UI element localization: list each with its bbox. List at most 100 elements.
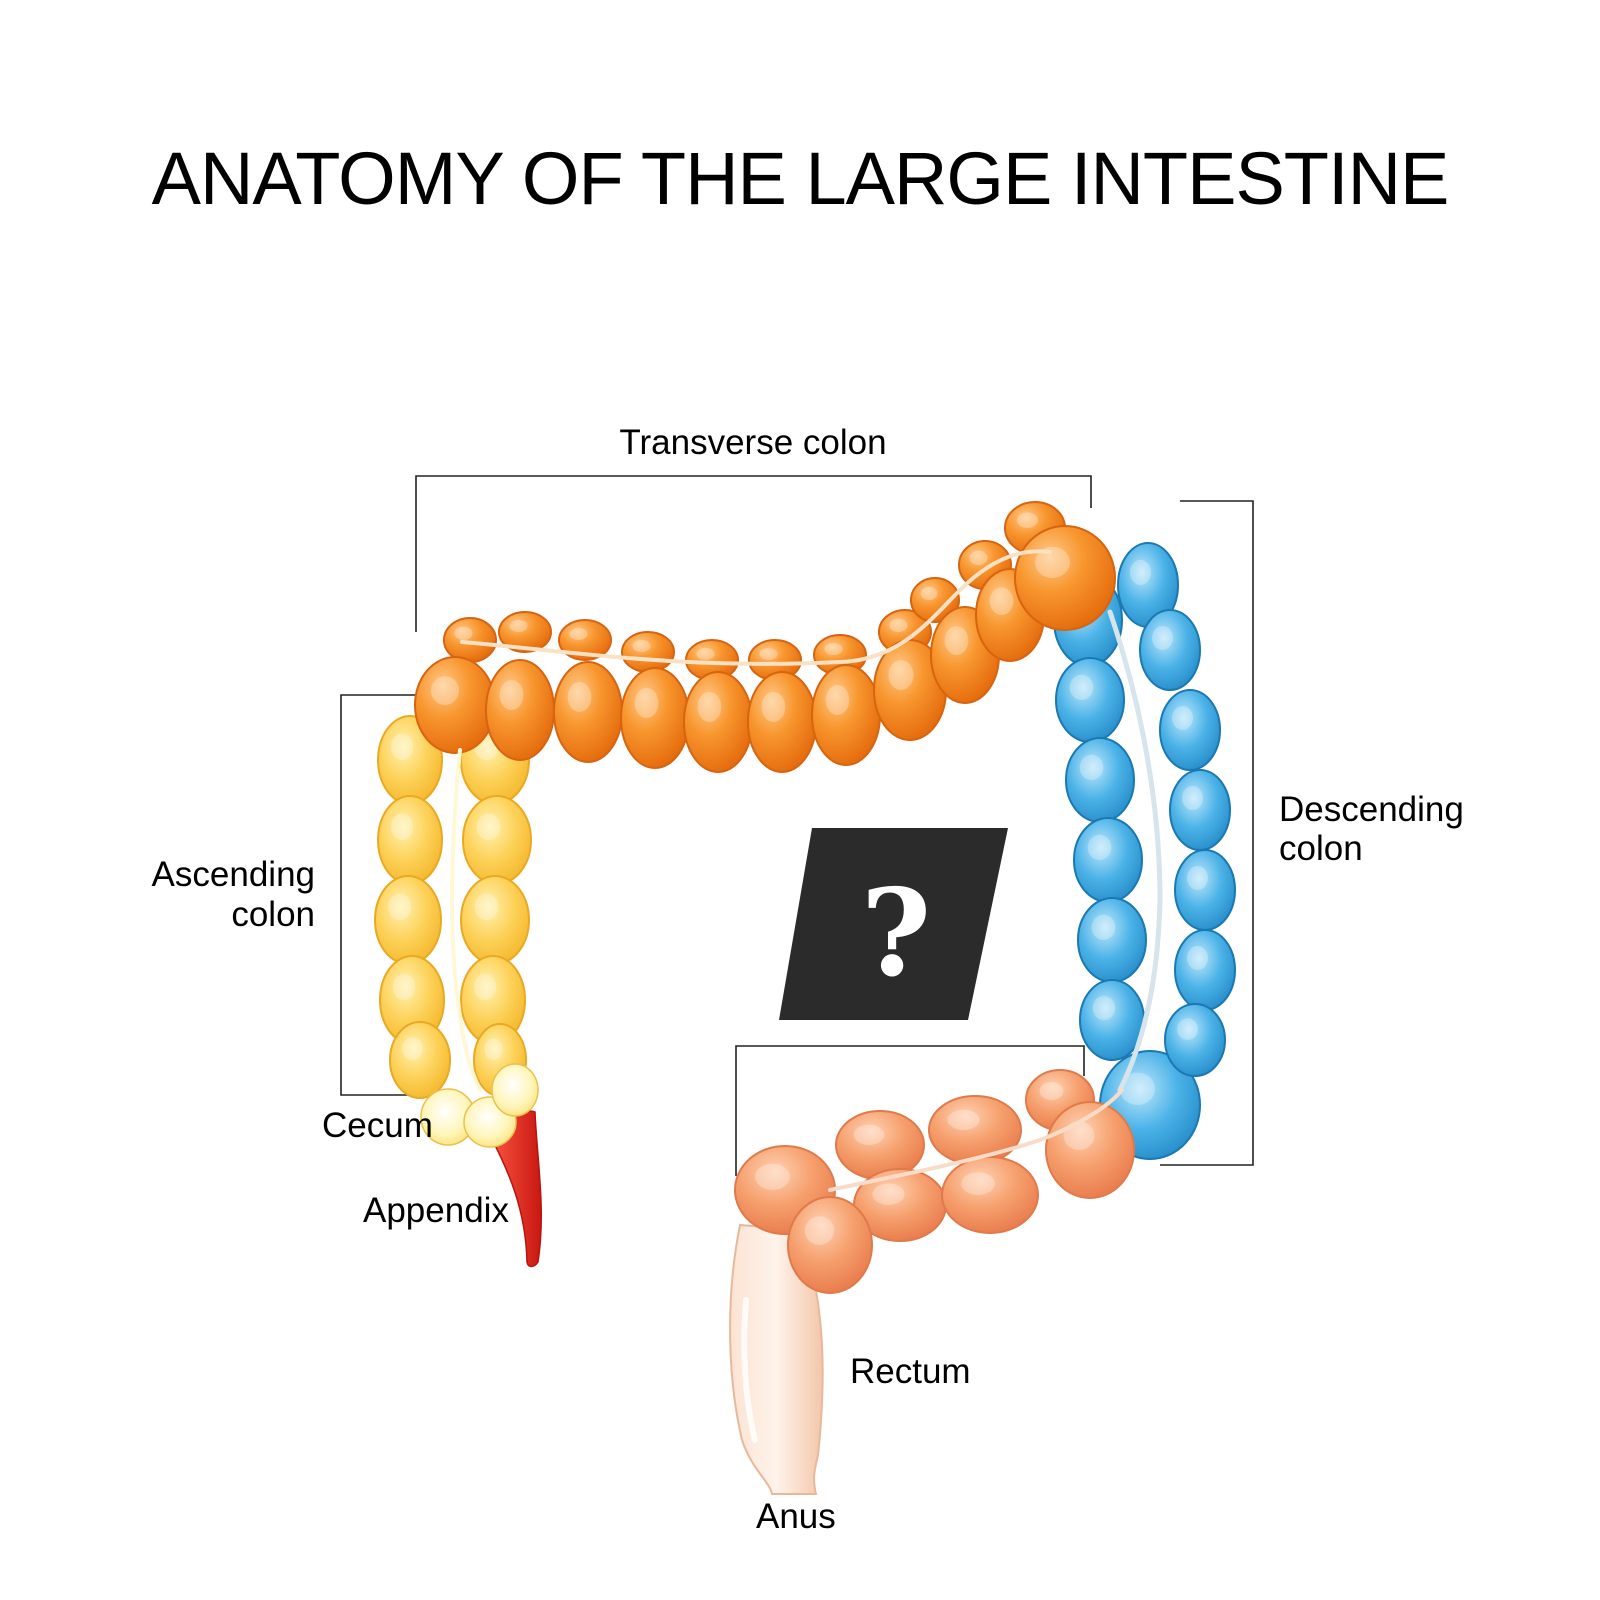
transverse-lobe-highlight bbox=[825, 685, 850, 715]
sigmoid-lobe-highlight bbox=[947, 1109, 980, 1131]
transverse-lobe-highlight bbox=[509, 620, 528, 632]
ascending-lobe bbox=[460, 875, 530, 965]
descending-lobe bbox=[1159, 689, 1221, 771]
sigmoid-lobe-highlight bbox=[1063, 1121, 1095, 1150]
ascending-lobe-highlight bbox=[390, 813, 414, 840]
transverse-lobe bbox=[1014, 525, 1116, 631]
descending-lobe-highlight bbox=[1182, 786, 1203, 810]
descending-lobe-highlight bbox=[1177, 1018, 1198, 1040]
ascending-lobe-highlight bbox=[392, 973, 416, 1000]
descending-lobe bbox=[1169, 769, 1231, 851]
descending-lobe-highlight bbox=[1120, 1072, 1155, 1106]
transverse-lobe-highlight bbox=[634, 688, 659, 718]
ascending-lobe-highlight bbox=[388, 893, 412, 920]
label-transverse-colon: Transverse colon bbox=[619, 423, 886, 462]
appendix bbox=[485, 1110, 543, 1268]
cecum bbox=[420, 1063, 539, 1148]
ascending-taenia bbox=[450, 748, 482, 1092]
descending-lobe bbox=[1164, 1003, 1226, 1077]
transverse-lobe-highlight bbox=[499, 680, 524, 710]
descending-lobe bbox=[1073, 817, 1143, 903]
transverse-lobe bbox=[620, 667, 690, 769]
ascending-lobe-highlight bbox=[473, 973, 497, 1000]
sigmoid-bracket bbox=[735, 1045, 1085, 1176]
label-ascending-colon-line2: colon bbox=[231, 895, 315, 934]
transverse-lobe-highlight bbox=[696, 648, 715, 660]
label-anus: Anus bbox=[756, 1497, 836, 1536]
transverse-lobe bbox=[910, 577, 960, 623]
transverse-lobe-highlight bbox=[761, 692, 786, 722]
transverse-lobe bbox=[747, 671, 817, 773]
descending-lobe-highlight bbox=[1152, 626, 1173, 650]
ascending-lobe bbox=[389, 1021, 451, 1099]
descending-lobe bbox=[1055, 657, 1125, 743]
transverse-lobe bbox=[443, 617, 497, 663]
sigmoid-lobe-highlight bbox=[755, 1163, 790, 1191]
transverse-lobe-highlight bbox=[969, 550, 988, 565]
transverse-lobe bbox=[414, 656, 496, 754]
transverse-lobe-highlight bbox=[431, 676, 459, 705]
hidden-label-box: ? bbox=[779, 828, 1008, 1020]
transverse-lobe-highlight bbox=[454, 626, 473, 641]
question-mark: ? bbox=[861, 863, 931, 1004]
ascending-lobe-highlight bbox=[476, 813, 501, 840]
descending-lobe-highlight bbox=[1087, 834, 1112, 861]
sigmoid-lobe-highlight bbox=[872, 1183, 905, 1205]
transverse-lobe-highlight bbox=[1035, 546, 1070, 579]
descending-lobe-highlight bbox=[1069, 674, 1094, 701]
ascending-lobe-highlight bbox=[402, 1037, 423, 1060]
ascending-lobe bbox=[462, 795, 532, 885]
descending-lobe-highlight bbox=[1092, 996, 1116, 1020]
descending-lobe bbox=[1174, 849, 1236, 931]
sigmoid-lobe-highlight bbox=[853, 1124, 885, 1146]
transverse-lobe bbox=[485, 659, 555, 761]
transverse-lobe bbox=[558, 619, 612, 661]
descending-lobe bbox=[1077, 897, 1147, 983]
rectum-highlight bbox=[741, 1297, 758, 1443]
sigmoid-lobe bbox=[941, 1156, 1039, 1234]
transverse-colon bbox=[414, 501, 1116, 773]
transverse-taenia bbox=[460, 549, 1052, 666]
ascending-lobe-highlight bbox=[484, 1038, 503, 1060]
descending-lobe-highlight bbox=[1079, 754, 1104, 781]
transverse-lobe-highlight bbox=[567, 682, 592, 712]
descending-lobe bbox=[1065, 737, 1135, 823]
transverse-lobe bbox=[498, 611, 552, 653]
descending-lobe bbox=[1174, 929, 1236, 1011]
label-ascending-colon-line1: Ascending bbox=[152, 855, 315, 894]
label-descending-colon-line2: colon bbox=[1279, 829, 1363, 868]
transverse-lobe bbox=[683, 671, 753, 773]
label-cecum: Cecum bbox=[322, 1106, 433, 1145]
transverse-lobe-highlight bbox=[759, 648, 778, 660]
transverse-lobe bbox=[811, 664, 881, 766]
descending-lobe bbox=[1139, 609, 1201, 691]
transverse-lobe-highlight bbox=[889, 618, 908, 633]
sigmoid-lobe bbox=[835, 1110, 925, 1180]
sigmoid-lobe-highlight bbox=[961, 1172, 995, 1195]
descending-lobe-highlight bbox=[1187, 946, 1208, 970]
ascending-bracket bbox=[340, 694, 415, 1096]
transverse-lobe-highlight bbox=[944, 626, 969, 655]
sigmoid-lobe-highlight bbox=[1039, 1082, 1064, 1100]
descending-bracket bbox=[1160, 500, 1254, 1166]
transverse-bracket bbox=[415, 475, 1092, 632]
sigmoid-lobe bbox=[787, 1196, 873, 1294]
ascending-lobe bbox=[374, 875, 442, 965]
transverse-lobe-highlight bbox=[920, 586, 938, 601]
descending-lobe-highlight bbox=[1187, 866, 1208, 890]
transverse-lobe-highlight bbox=[569, 628, 588, 640]
transverse-lobe-highlight bbox=[824, 643, 843, 655]
transverse-lobe-highlight bbox=[632, 640, 651, 652]
transverse-lobe bbox=[553, 661, 623, 763]
transverse-lobe-highlight bbox=[989, 587, 1014, 615]
transverse-lobe bbox=[621, 631, 675, 673]
sigmoid-taenia bbox=[828, 1088, 1124, 1192]
sigmoid-lobe bbox=[928, 1095, 1022, 1165]
label-appendix: Appendix bbox=[363, 1191, 509, 1230]
sigmoid-lobe-highlight bbox=[804, 1216, 835, 1245]
label-descending-colon-line1: Descending bbox=[1279, 790, 1464, 829]
descending-colon bbox=[1053, 542, 1236, 1160]
sigmoid-colon bbox=[734, 1069, 1135, 1294]
ascending-lobe-highlight bbox=[474, 893, 499, 920]
transverse-lobe-highlight bbox=[697, 692, 722, 722]
